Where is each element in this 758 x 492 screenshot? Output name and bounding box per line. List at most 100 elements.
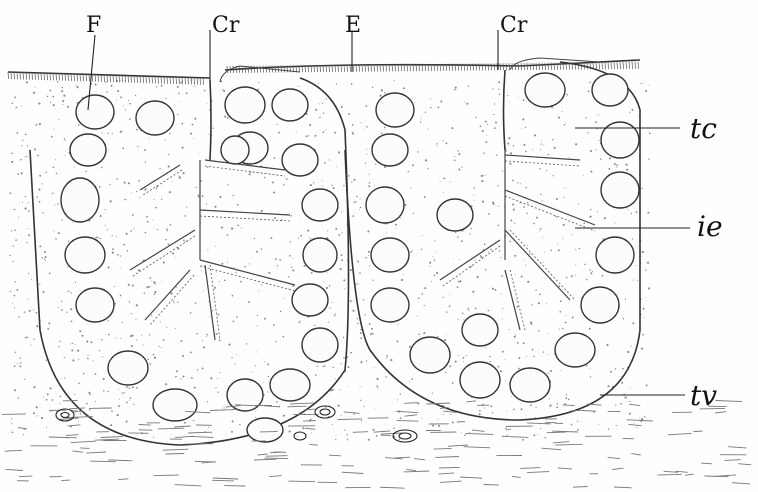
fiber-stroke [553,442,569,443]
fiber-stroke [288,481,315,482]
stipple-dot [560,370,561,371]
fiber-stroke [404,403,418,404]
stipple-dot [14,365,16,367]
stipple-dot [25,196,26,197]
epithelium-cell-mark [473,64,474,71]
stipple-dot [520,183,521,184]
epithelium-cell-mark [26,73,27,80]
stipple-dot [17,363,18,364]
epithelium-cell-mark [506,63,507,70]
label-E: E [345,13,361,38]
stipple-dot [360,329,361,330]
stipple-dot [375,163,376,164]
epithelium-cell-mark [548,63,549,70]
stipple-dot [531,323,533,325]
stipple-dot [418,297,420,299]
stipple-dot [340,389,341,390]
stipple-dot [516,300,517,301]
stipple-dot [360,400,361,401]
stipple-dot [341,106,343,108]
stipple-dot [397,340,399,342]
stipple-dot [317,366,318,367]
stipple-dot [410,251,412,253]
stipple-dot [548,354,549,355]
stipple-dot [15,281,16,282]
stipple-dot [521,128,522,129]
stipple-dot [374,185,375,186]
stipple-dot [168,166,170,168]
stipple-dot [479,413,481,415]
epithelium-cell-mark [494,63,495,70]
stipple-dot [86,403,88,405]
epithelium-cell-mark [140,76,141,83]
stipple-dot [492,88,493,89]
epithelium-cell-mark [596,62,597,69]
epithelium-cell-mark [626,62,627,69]
stipple-dot [315,135,317,137]
stipple-dot [552,175,553,176]
fiber-stroke [460,477,482,478]
stipple-dot [59,403,60,404]
stipple-dot [372,87,373,88]
stipple-dot [368,255,369,256]
stipple-dot [227,262,228,263]
stipple-dot [434,240,435,241]
stipple-dot [526,356,527,357]
stipple-dot [481,175,483,177]
stipple-dot [47,96,49,98]
stipple-dot [602,275,604,277]
stipple-dot [11,230,12,231]
stipple-dot [341,259,343,261]
right-crypt-wall [504,70,506,150]
stipple-dot [485,269,487,271]
left-lobule-cap [220,66,300,82]
stipple-dot [424,305,425,306]
stipple-dot [462,313,464,315]
fiber-stroke [484,485,499,486]
fiber-stroke [254,459,277,460]
stipple-dot [443,192,444,193]
epithelium-cell-mark [404,64,405,71]
stipple-dot [521,275,523,277]
stipple-dot [328,322,329,323]
epithelium-cell-mark [344,65,345,72]
stipple-dot [190,351,192,353]
stipple-dot [566,277,568,279]
lymphoid-follicle [108,351,148,385]
stipple-dot [107,133,108,134]
fiber-stroke [629,424,642,425]
stipple-dot [563,197,564,198]
stipple-dot [540,228,542,230]
stipple-dot [335,228,337,230]
stipple-dot [39,123,41,125]
stipple-dot [146,216,148,218]
stipple-dot [498,81,500,83]
stipple-dot [371,328,373,330]
stipple-dot [95,401,96,402]
fiber-stroke [68,425,81,426]
stipple-dot [648,287,650,289]
epithelium-cell-mark [443,64,444,71]
stipple-dot [38,189,40,191]
stipple-dot [575,143,577,145]
stipple-dot [39,175,41,177]
epithelium-cell-mark [335,65,336,72]
epithelium-cell-mark [497,63,498,70]
stipple-dot [105,225,106,226]
stipple-dot [87,358,89,360]
stipple-dot [512,203,514,205]
lymphoid-follicle [282,144,318,176]
epithelium-cell-mark [113,75,114,82]
epithelium-cell-mark [620,62,621,69]
stipple-dot [335,378,336,379]
stipple-dot [276,341,277,342]
stipple-dot [11,161,13,163]
stipple-dot [236,316,238,318]
stipple-dot [367,230,369,232]
stipple-dot [73,222,74,223]
fiber-stroke [573,487,588,488]
stipple-dot [122,148,124,150]
stipple-dot [138,180,140,182]
stipple-dot [480,256,482,258]
